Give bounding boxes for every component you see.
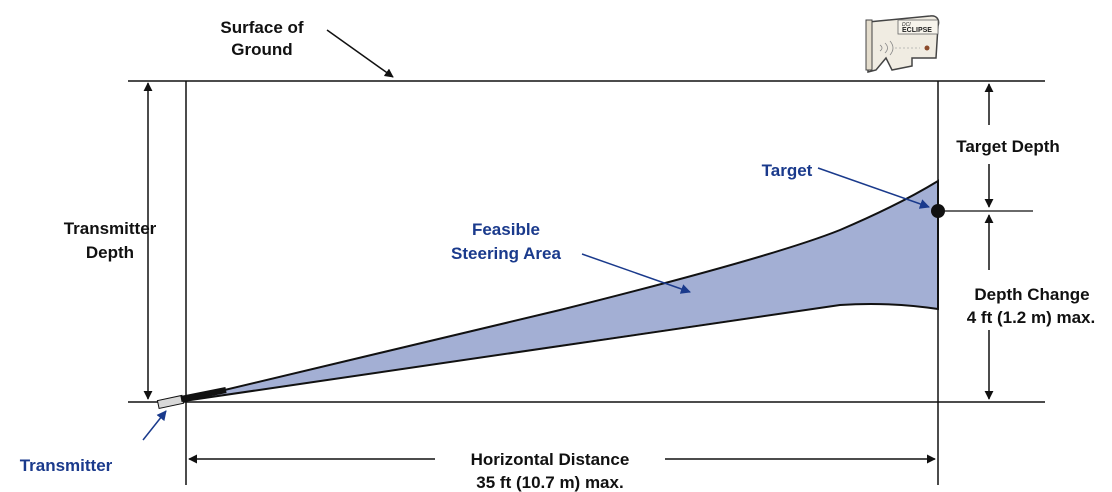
feasible-callout-arrow	[581, 253, 691, 294]
target-label: Target	[762, 161, 813, 180]
transmitter-label: Transmitter	[20, 456, 113, 475]
feasible-steering-area	[169, 179, 939, 404]
transmitter-depth-label-line2: Depth	[86, 243, 134, 262]
horizontal-distance-label-line1: Horizontal Distance	[471, 450, 630, 469]
depth-change-label-line2: 4 ft (1.2 m) max.	[967, 308, 1096, 327]
transmitter-callout-arrow	[142, 410, 167, 441]
target-point	[931, 204, 945, 218]
receiver-logo-small: DCI	[902, 22, 911, 28]
depth-change-label-line1: Depth Change	[974, 285, 1089, 304]
transmitter-probe	[156, 387, 227, 410]
transmitter-depth-label-line1: Transmitter	[64, 219, 157, 238]
feasible-label-line2: Steering Area	[451, 244, 561, 263]
target-depth-label: Target Depth	[956, 137, 1060, 156]
receiver-device-icon: DCI ECLIPSE	[865, 15, 940, 73]
surface-callout-arrow	[326, 29, 394, 78]
surface-label-line2: Ground	[231, 40, 292, 59]
receiver-logo-text: ECLIPSE	[902, 27, 932, 34]
horizontal-distance-label-line2: 35 ft (10.7 m) max.	[476, 473, 623, 492]
feasible-label-line1: Feasible	[472, 220, 540, 239]
target-callout-arrow	[817, 167, 930, 209]
surface-label-line1: Surface of	[220, 18, 303, 37]
